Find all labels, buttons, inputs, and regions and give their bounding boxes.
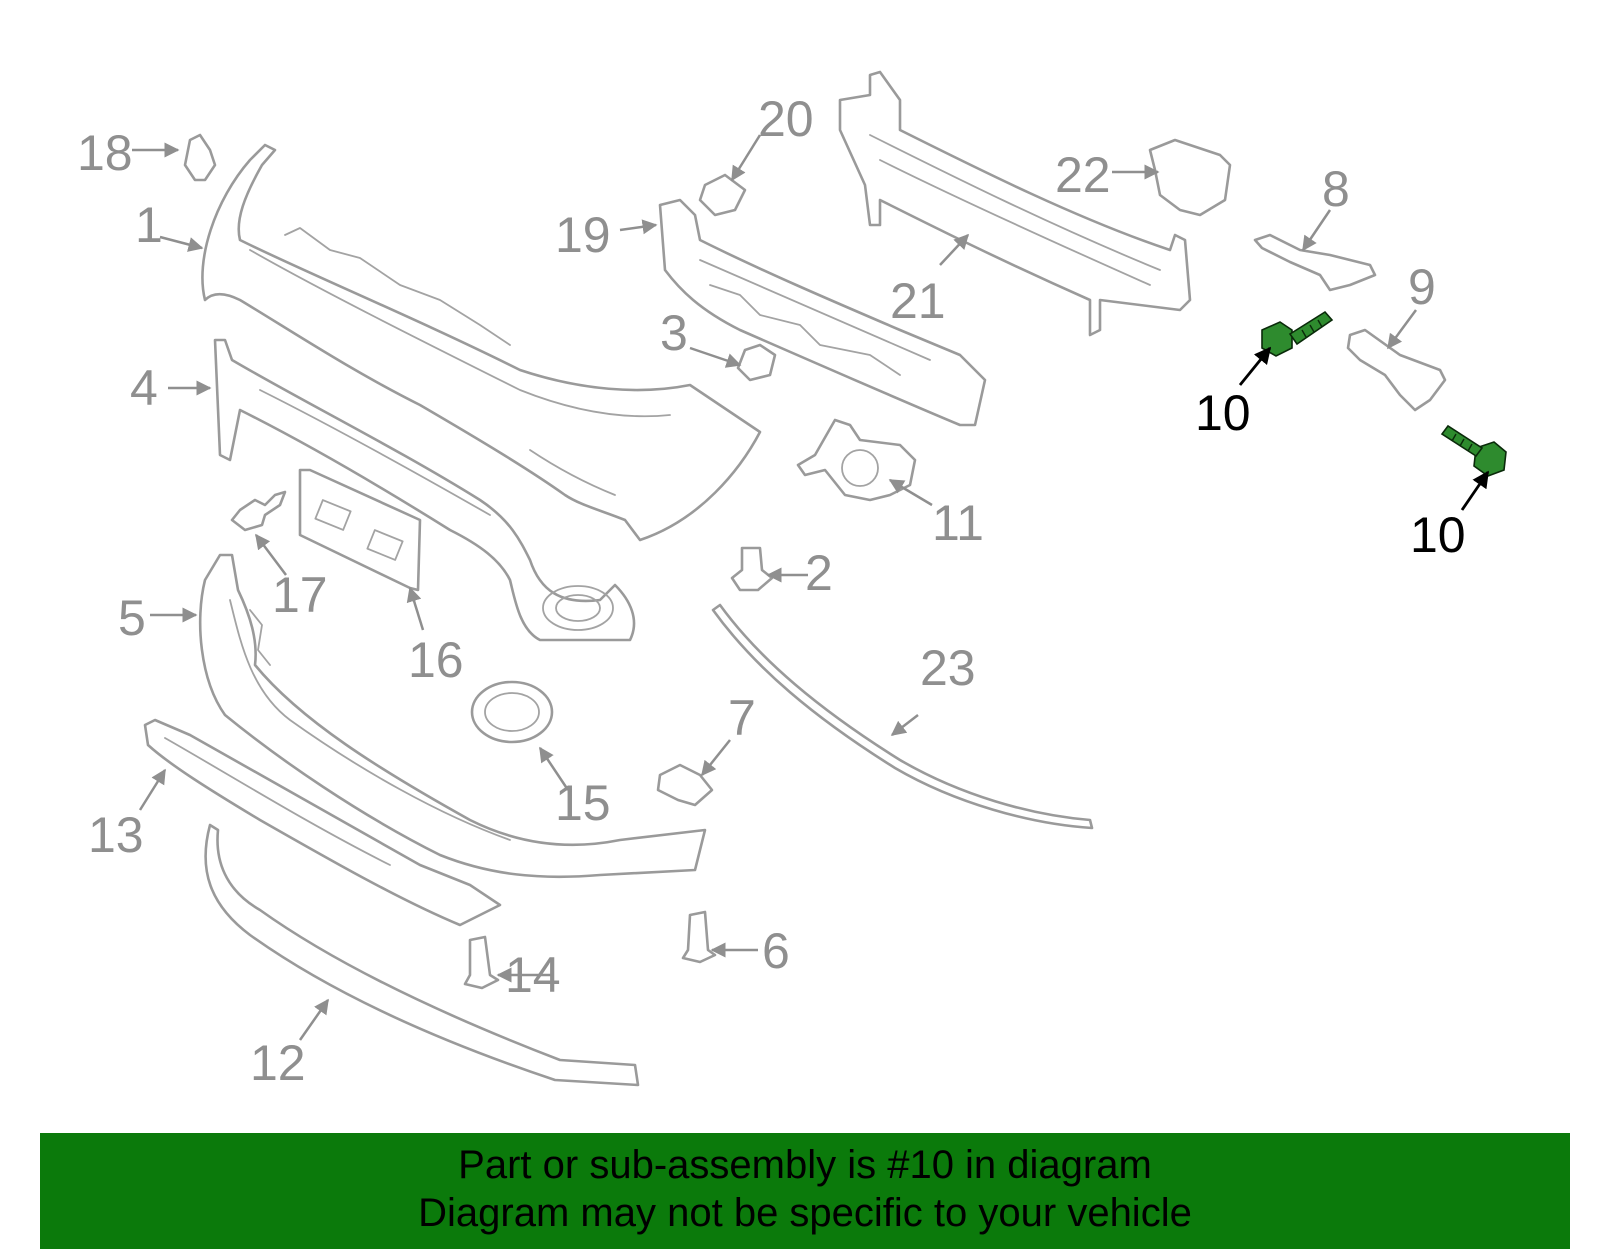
part-9-bracket	[1346, 328, 1447, 412]
callout-14: 14	[505, 947, 561, 1003]
callout-20: 20	[758, 91, 814, 147]
callout-11: 11	[932, 495, 984, 551]
part-18-clip	[183, 133, 217, 182]
part-14-clip	[463, 935, 500, 990]
leader-lines	[132, 134, 1418, 1041]
banner-part-notice: Part or sub-assembly is #10 in diagram	[458, 1143, 1152, 1187]
callout-10-upper: 10	[1195, 385, 1251, 441]
callout-22: 22	[1055, 147, 1111, 203]
callout-19: 19	[555, 207, 611, 263]
part-4-grille-panel	[213, 338, 636, 642]
callout-17: 17	[272, 567, 328, 623]
callout-9: 9	[1408, 259, 1436, 315]
part-5-lower-bumper	[198, 553, 707, 879]
callout-18: 18	[77, 125, 133, 181]
callout-21: 21	[890, 273, 946, 329]
parts-diagram: 18 1 4 5 13 12 17 16 15 14 6 7 2 3 11 23…	[77, 70, 1507, 1091]
callout-2: 2	[805, 545, 833, 601]
part-22-bracket	[1148, 138, 1232, 217]
callout-labels: 18 1 4 5 13 12 17 16 15 14 6 7 2 3 11 23…	[77, 91, 1466, 1091]
callout-3: 3	[660, 305, 688, 361]
part-11-fog-bracket	[796, 418, 917, 502]
callout-13: 13	[88, 807, 144, 863]
part-6-clip	[681, 910, 717, 964]
leader-lines-highlight	[1238, 346, 1490, 511]
callout-15: 15	[555, 775, 611, 831]
callout-10-lower: 10	[1410, 507, 1466, 563]
part-20-nut	[698, 173, 747, 217]
callout-23: 23	[920, 640, 976, 696]
part-12-lower-trim	[204, 823, 640, 1087]
callout-1: 1	[135, 197, 163, 253]
part-23-trim-strip	[711, 603, 1094, 830]
callout-5: 5	[118, 590, 146, 646]
callout-16: 16	[408, 632, 464, 688]
part-8-bracket	[1253, 233, 1377, 292]
callout-7: 7	[728, 690, 756, 746]
callout-4: 4	[130, 360, 158, 416]
part-7-nut	[656, 763, 714, 807]
info-banner: Part or sub-assembly is #10 in diagram D…	[40, 1133, 1570, 1249]
part-17-screw	[230, 490, 287, 532]
part-3-clip	[736, 343, 777, 382]
part-13-lower-strip	[143, 718, 502, 927]
callout-12: 12	[250, 1035, 306, 1091]
part-19-absorber	[658, 198, 987, 427]
part-10-bolt-a	[1261, 310, 1334, 357]
callout-8: 8	[1322, 161, 1350, 217]
banner-disclaimer: Diagram may not be specific to your vehi…	[418, 1191, 1192, 1235]
part-10-bolt-b	[1440, 424, 1507, 477]
part-21-reinforcement	[838, 70, 1192, 337]
callout-6: 6	[762, 923, 790, 979]
part-1-bumper-cover	[201, 143, 762, 542]
part-15-bezel	[470, 680, 554, 744]
part-2-bolt	[730, 546, 774, 592]
